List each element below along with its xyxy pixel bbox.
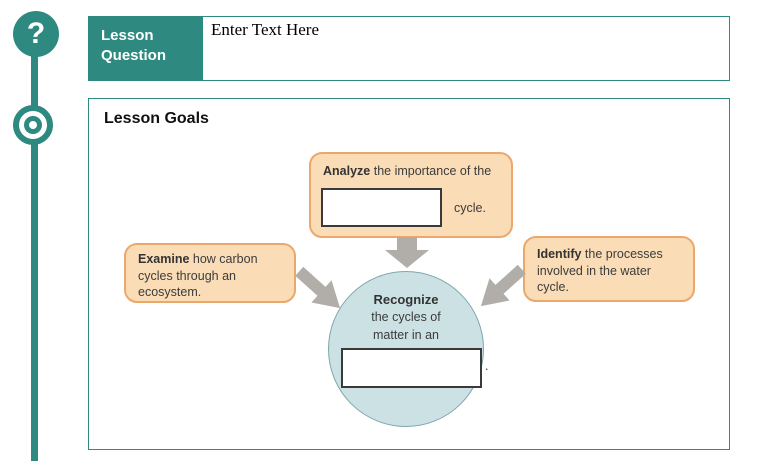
lesson-question-label-text: Lesson Question <box>101 27 167 64</box>
recognize-keyword: Recognize <box>373 292 439 307</box>
analyze-blank-input[interactable] <box>321 188 442 227</box>
lesson-goals-title: Lesson Goals <box>104 110 209 127</box>
identify-keyword: Identify <box>537 247 582 261</box>
bullseye-inner-ring <box>24 116 42 134</box>
analyze-goal-bubble: Analyze the importance of the cycle. <box>309 152 513 238</box>
lesson-question-value: Enter Text Here <box>211 20 320 39</box>
examine-rest: how carbon cycles through an ecosystem. <box>138 252 258 300</box>
identify-rest: the processes involved in the water cycl… <box>537 247 663 295</box>
arrow-down-icon <box>385 237 429 268</box>
recognize-suffix: . <box>485 359 489 373</box>
arrow-diagonal-right-icon <box>480 264 526 307</box>
question-glyph: ? <box>26 17 46 50</box>
recognize-line2: the cycles of <box>371 310 441 325</box>
analyze-suffix: cycle. <box>454 201 486 215</box>
lesson-question-label: Lesson Question <box>88 16 202 81</box>
analyze-rest: the importance of the <box>370 164 492 178</box>
arrow-diagonal-left-icon <box>295 266 341 309</box>
examine-goal-bubble: Examine how carbon cycles through an eco… <box>124 243 296 303</box>
analyze-keyword: Analyze <box>323 164 371 178</box>
examine-keyword: Examine <box>138 252 190 266</box>
question-mark-icon[interactable]: ? <box>13 11 59 57</box>
analyze-goal-text: Analyze the importance of the <box>323 163 491 180</box>
recognize-goal-circle: Recognize the cycles of matter in an . <box>328 271 488 427</box>
goals-bullseye-icon[interactable] <box>13 105 53 145</box>
lesson-goals-panel: Lesson Goals Analyze the importance of t… <box>88 98 730 450</box>
lesson-question-text-area[interactable]: Enter Text Here <box>202 16 730 81</box>
recognize-line3: matter in an <box>372 327 439 342</box>
timeline-rail <box>31 48 38 461</box>
identify-goal-bubble: Identify the processes involved in the w… <box>523 236 695 302</box>
recognize-blank-input[interactable] <box>341 348 482 388</box>
